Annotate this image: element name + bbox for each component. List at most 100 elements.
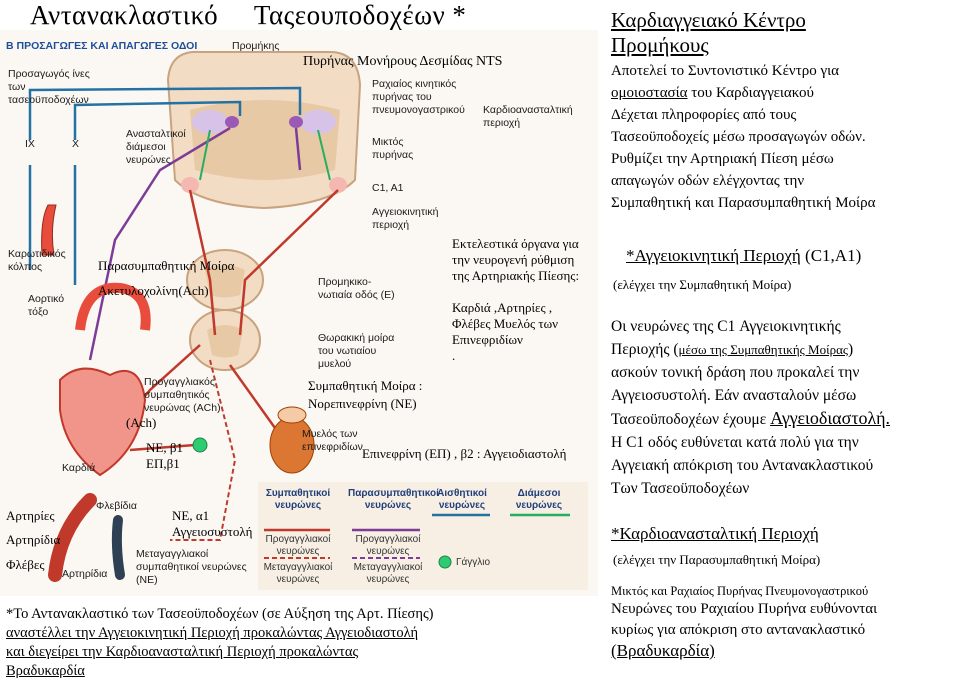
c1-description: Οι νευρώνες της C1 Αγγειοκινητικής Περιο…: [611, 315, 960, 500]
bottom-note: *Το Αντανακλαστικό των Τασεοϋποδοχέων (σ…: [6, 605, 596, 681]
afferent-fiber-ix: [28, 86, 302, 140]
sympathetic-descending: [188, 189, 217, 336]
heart-label: Καρδιά: [62, 462, 96, 474]
adrenal-shape: [277, 406, 307, 424]
vasodilation-term: Αγγειοδιαστολή.: [770, 408, 891, 428]
legend-symp-post-label: Μεταγαγγλιακοί νευρώνες: [263, 562, 333, 585]
c1-nucleus-left: [181, 177, 199, 193]
cv-line-2-rest: του Καρδιαγγειακού: [687, 85, 814, 101]
ach-label: (Ach): [126, 415, 157, 430]
inhibitory-label: Ανασταλτικοί διάμεσοι νευρώνες: [126, 128, 186, 166]
cardioinhibitory-subtitle: (ελέγχει την Παρασυμπαθητική Μοίρα): [613, 552, 821, 567]
arteries-label: Αρτηρίες: [6, 508, 55, 523]
heart-shape: [59, 367, 147, 477]
section-heading: Β ΠΡΟΣΑΓΩΓΕΣ ΚΑΙ ΑΠΑΓΩΓΕΣ ΟΔΟΙ: [6, 40, 198, 52]
c1-line-7: Αγγειακή απόκριση του Αντανακλαστικού: [611, 457, 874, 474]
note-line-3: και διεγείρει την Καρδιοανασταλτική Περι…: [6, 644, 359, 660]
legend-ganglion: [438, 555, 452, 569]
vasomotor-title: *Αγγειοκινητική Περιοχή: [626, 246, 801, 265]
ne-alpha1-label: ΝΕ, α1: [172, 508, 210, 523]
epinephrine-label: Επινεφρίνη (ΕΠ) , β2 : Αγγειοδιαστολή: [362, 446, 567, 461]
cardioinhibitory-heading: *Καρδιοανασταλτική Περιοχή: [611, 524, 819, 544]
legend-box: [258, 482, 588, 590]
vasomotor-code: (C1,A1): [800, 246, 862, 265]
artery-vessel: [48, 493, 97, 582]
norepinephrine-label: Νορεπινεφρίνη (ΝΕ): [308, 396, 417, 411]
c1-line-5a: Τασεοϋποδοχέων έχουμε: [611, 411, 771, 428]
cv-line-1: Αποτελεί το Συντονιστικό Κέντρο για: [611, 63, 839, 79]
vagal-line-2: Νευρώνες του Ραχιαίου Πυρήνα ευθύνονται: [611, 601, 878, 617]
cv-line-6: απαγωγών οδών ελέγχοντας την: [611, 173, 805, 189]
postganglionic-vessels: [170, 359, 237, 541]
medulla-label: Προμήκης: [232, 40, 280, 52]
bradycardia-term: (Βραδυκαρδία): [611, 641, 715, 660]
c1-line-4: Αγγειοσυστολή. Εάν ανασταλούν μέσω: [611, 387, 857, 404]
cv-center-heading-2: Προμήκους: [611, 33, 709, 57]
legend-para-head: Παρασυμπαθητικοί νευρώνες: [348, 488, 439, 511]
legend-sensory-head: Αισθητικοί νευρώνες: [437, 488, 487, 511]
ambiguus-label: Μικτός πυρήνας: [372, 136, 414, 161]
parasympathetic-label: Παρασυμπαθητική Μοίρα: [98, 258, 235, 273]
postganglionic-heart: [129, 443, 196, 452]
note-line-4: Βραδυκαρδία: [6, 663, 85, 679]
ep-beta1-label: ΕΠ,β1: [146, 456, 180, 471]
aortic-arch: [75, 282, 151, 331]
effectors-label: Εκτελεστικά όργανα για την νευρογενή ρύθ…: [452, 236, 580, 283]
c1-line-1: Οι νευρώνες της C1 Αγγειοκινητικής: [611, 318, 841, 335]
c1-line-5: Τασεοϋποδοχέων έχουμε Αγγειοδιαστολή.: [611, 407, 960, 431]
cv-line-4: Τασεοϋποδοχείς μέσω προσαγωγών οδών.: [611, 129, 866, 145]
veins-top-label: Φλεβίδια: [96, 500, 137, 512]
arterioles-label: Αρτηρίδια: [6, 532, 61, 547]
effectors-dot: .: [452, 348, 456, 363]
c1-nucleus-right: [329, 177, 347, 193]
c1a1-label: C1, A1: [372, 182, 404, 194]
intermediolateral-label: Προμηκικο-νωτιαία οδός (Ε): [318, 276, 395, 301]
ne-beta1-label: ΝΕ, β1: [146, 440, 183, 455]
cardioinhibitory-label: Καρδιοανασταλτική περιοχή: [483, 104, 573, 129]
vasomotor-subtitle: (ελέγχει την Συμπαθητική Μοίρα): [613, 277, 792, 292]
thoracic-label: Θωρακική μοίρα του νωτιαίου μυελού: [318, 332, 395, 370]
vasoconstriction-label: Αγγειοσυστολή: [172, 524, 253, 539]
nts-nucleus-right: [300, 110, 336, 134]
note-line-1: *Το Αντανακλαστικό των Τασεοϋποδοχέων (σ…: [6, 606, 434, 622]
c1-line-2a: Περιοχής (: [611, 341, 679, 358]
vagal-nuclei-description: Μικτός και Ραχιαίος Πυρήνας Πνευμονογαστ…: [611, 584, 960, 661]
c1-line-8: Των Τασεοϋποδοχέων: [611, 480, 750, 497]
page-title: Αντανακλαστικό Ταςεουποδοχέων *: [30, 0, 467, 30]
arterioles-small-label: Αρτηρίδια: [62, 568, 108, 580]
figure-drawing: [28, 50, 588, 590]
veins-label: Φλέβες: [6, 557, 45, 572]
legend-para-post-label: Μεταγαγγλιακοί νευρώνες: [353, 562, 423, 585]
cv-line-2: ομοιοστασία του Καρδιαγγειακού: [611, 82, 960, 104]
c1-line-2: Περιοχής (μέσω της Συμπαθητικής Μοίρας): [611, 338, 960, 361]
carotid-label: Καρωτιδικός κόλπος: [8, 248, 66, 273]
vagal-line-1: Μικτός και Ραχιαίος Πυρήνας Πνευμονογαστ…: [611, 584, 869, 598]
postganglionic-label: Μεταγαγγλιακοί συμπαθητικοί νευρώνες (ΝΕ…: [136, 548, 247, 586]
nts-label: Πυρήνας Μονήρους Δεσμίδας NTS: [303, 54, 503, 69]
cranial-x-label: X: [72, 138, 80, 150]
vein-vessel: [111, 515, 125, 580]
sympathetic-ganglion: [192, 437, 208, 453]
adrenal-fiber: [228, 364, 282, 436]
homeostasis-term: ομοιοστασία: [611, 85, 688, 101]
cv-center-heading-1: Καρδιαγγειακό Κέντρο: [611, 8, 806, 32]
vagal-nucleus-left: [225, 116, 239, 128]
sympathetic-descending-2: [238, 189, 339, 336]
vagal-line-3: κυρίως για απόκριση στο αντανακλαστικό: [611, 622, 866, 638]
cranial-ix-label: IX: [25, 138, 35, 150]
preganglionic-label: Προγαγγλιακός συμπαθητικός νευρώνας (ACh…: [144, 376, 221, 414]
vasomotor-label: Αγγειοκινητική περιοχή: [372, 206, 439, 231]
ganglion-label: Γάγγλιο: [456, 557, 491, 568]
legend-para-pre-label: Προγαγγλιακοί νευρώνες: [355, 534, 421, 557]
afferent-label: Προσαγωγός ίνες των τασεοϋποδοχέων: [8, 68, 90, 106]
c1-line-6: Η C1 οδός ευθύνεται κατά πολύ για την: [611, 434, 859, 451]
cv-line-3: Δέχεται πληροφορίες από τους: [611, 107, 797, 123]
cardioinhibitory-title: *Καρδιοανασταλτική Περιοχή: [611, 524, 819, 543]
legend-symp-head: Συμπαθητικοί νευρώνες: [265, 488, 331, 511]
legend-inter-head: Διάμεσοι νευρώνες: [515, 488, 563, 511]
acetylcholine-label: Ακετυλοχολίνη(Ach): [98, 283, 209, 298]
cv-center-description: Αποτελεί το Συντονιστικό Κέντρο για ομοι…: [611, 60, 960, 214]
cv-line-5: Ρυθμίζει την Αρτηριακή Πίεση μέσω: [611, 151, 834, 167]
c1-line-3: ασκούν τονική δράση που προκαλεί την: [611, 364, 860, 381]
dorsal-vagal-label: Ραχιαίος κινητικός πυρήνας του πνευμονογ…: [372, 78, 465, 116]
